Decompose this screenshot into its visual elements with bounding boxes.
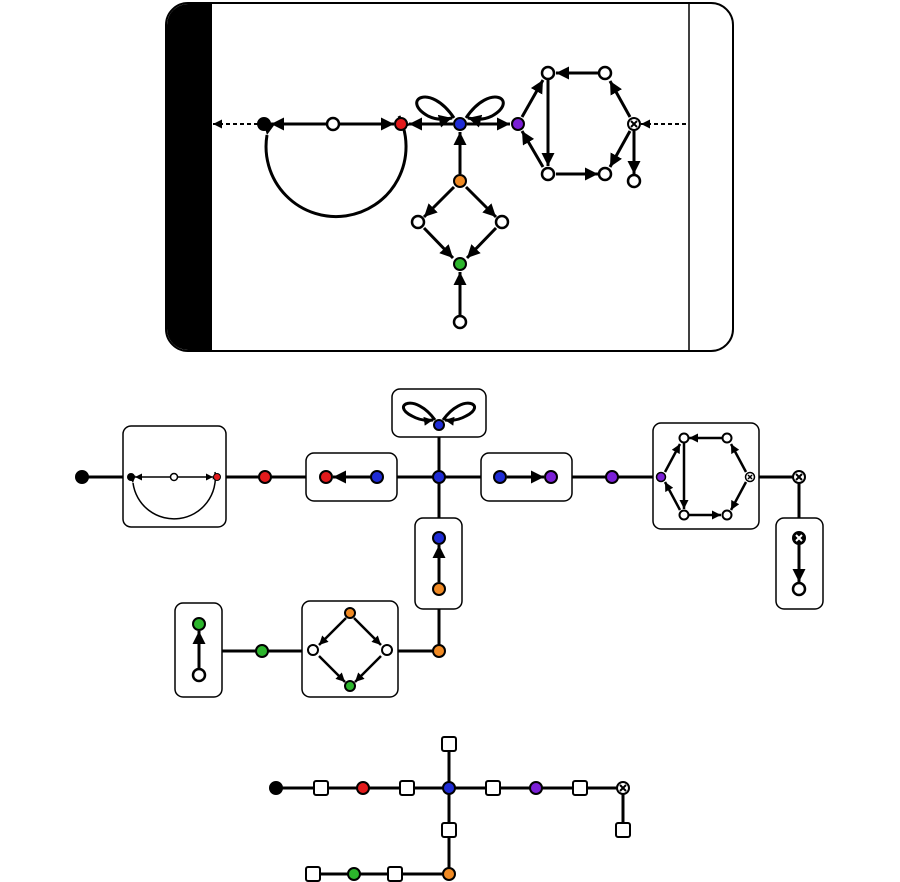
top-panel-frame xyxy=(165,2,734,352)
component-box-pendant xyxy=(775,517,824,610)
node-blue xyxy=(453,117,467,131)
skeleton-square xyxy=(387,866,403,882)
skeleton-node-crossed xyxy=(616,781,630,795)
self-loop-left xyxy=(415,95,456,128)
tree-node-blue xyxy=(432,470,446,484)
component-box-blue-red xyxy=(305,452,398,502)
skeleton-node-red xyxy=(356,781,370,795)
skeleton-square xyxy=(399,780,415,796)
node-red xyxy=(394,117,408,131)
self-loop-right xyxy=(464,95,505,128)
component-box-diamond xyxy=(301,600,399,698)
component-box-orange-blue xyxy=(414,517,463,610)
big-cycle-arc xyxy=(262,115,411,219)
skeleton-square xyxy=(313,780,329,796)
skeleton-square xyxy=(441,822,457,838)
node-white-bottom xyxy=(452,314,468,330)
hex-edge-x-to-topright xyxy=(608,80,632,118)
skeleton-square xyxy=(441,736,457,752)
node-crossed xyxy=(627,117,641,131)
skeleton-node-black xyxy=(269,781,283,795)
node-white-diamond-left xyxy=(410,214,426,230)
edge-right-to-green xyxy=(465,226,498,260)
edge-left-to-green xyxy=(422,226,455,260)
node-white-hex-topleft xyxy=(540,65,556,81)
node-white-center xyxy=(325,116,341,132)
node-white-hex-topright xyxy=(597,65,613,81)
component-box-white-green xyxy=(174,602,223,698)
bottom-panel xyxy=(269,736,631,882)
left-boundary-strip xyxy=(167,4,212,350)
skeleton-square xyxy=(572,780,588,796)
edge-orange-to-right xyxy=(464,185,498,219)
tree-node-black xyxy=(75,470,89,484)
edge-orange-to-left xyxy=(422,185,456,219)
node-white-hex-botright xyxy=(597,166,613,182)
component-box-blue-purple xyxy=(480,452,573,502)
skeleton-square xyxy=(485,780,501,796)
middle-panel xyxy=(75,388,824,698)
top-panel xyxy=(165,2,734,352)
skeleton-node-orange xyxy=(442,867,456,881)
tree-node-purple xyxy=(605,470,619,484)
node-white-hex-botleft xyxy=(540,166,556,182)
node-white-diamond-right xyxy=(494,214,510,230)
hex-edge-x-to-botright xyxy=(608,130,632,168)
node-green xyxy=(453,257,467,271)
component-box-cycle xyxy=(122,425,227,528)
skeleton-square xyxy=(615,822,631,838)
node-orange xyxy=(453,174,467,188)
tree-node-green xyxy=(255,644,269,658)
skeleton-node-purple xyxy=(529,781,543,795)
tree-node-crossed xyxy=(792,470,806,484)
component-box-hexagon xyxy=(652,422,760,530)
skeleton-node-blue xyxy=(442,781,456,795)
component-box-self-loops xyxy=(391,388,487,438)
skeleton-square xyxy=(305,866,321,882)
skeleton-node-green xyxy=(347,867,361,881)
hex-edge-purple-to-top xyxy=(520,79,545,118)
hex-edge-botleft-to-purple xyxy=(520,130,545,168)
node-purple xyxy=(511,117,525,131)
tree-node-red xyxy=(258,470,272,484)
node-white-pendant xyxy=(626,173,642,189)
node-black xyxy=(257,117,271,131)
tree-node-orange xyxy=(432,644,446,658)
